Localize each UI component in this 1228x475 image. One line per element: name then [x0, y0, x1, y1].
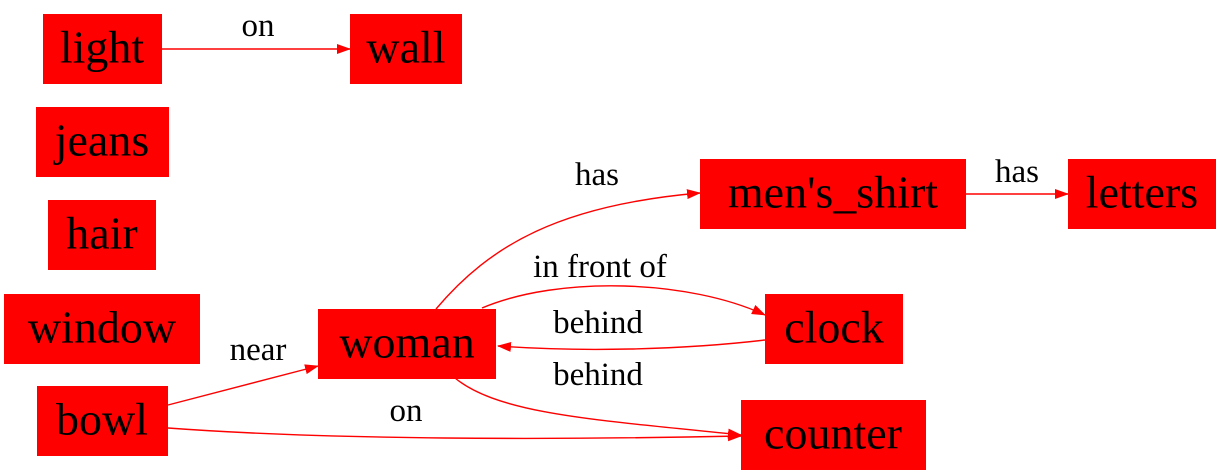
edge-label-woman-mens-shirt: has	[575, 157, 619, 193]
node-box	[4, 294, 200, 364]
node-label-mens-shirt: men's_shirt	[728, 167, 938, 218]
edge-woman-counter: behind	[454, 357, 742, 439]
edge-label-woman-clock: in front of	[533, 249, 667, 285]
edge-line	[167, 427, 742, 442]
edge-woman-mens-shirt: has	[435, 157, 701, 310]
node-box	[741, 400, 926, 470]
node-box	[1068, 159, 1216, 229]
edge-line	[435, 189, 701, 310]
edge-line	[454, 377, 742, 439]
node-bowl: bowl	[37, 386, 168, 456]
node-counter: counter	[741, 400, 926, 470]
edge-label-light-wall: on	[242, 8, 275, 44]
node-box	[318, 309, 496, 379]
node-box	[350, 14, 462, 84]
edge-label-woman-counter: behind	[553, 357, 643, 393]
edge-label-bowl-counter: on	[390, 393, 423, 429]
node-label-clock: clock	[784, 302, 884, 353]
node-wall: wall	[350, 14, 462, 84]
node-box	[700, 159, 966, 229]
node-box	[48, 200, 156, 270]
edge-line	[167, 364, 319, 406]
edge-mens-shirt-letters: has	[966, 154, 1069, 199]
node-label-wall: wall	[366, 22, 445, 73]
node-box	[36, 107, 169, 177]
node-light: light	[43, 14, 162, 84]
node-label-counter: counter	[764, 408, 902, 459]
node-jeans: jeans	[36, 107, 169, 177]
node-label-hair: hair	[66, 208, 138, 259]
edge-woman-clock: in front of	[481, 249, 766, 316]
node-mens-shirt: men's_shirt	[700, 159, 966, 229]
edge-bowl-woman: near	[167, 332, 319, 406]
edge-label-mens-shirt-letters: has	[995, 154, 1039, 190]
node-woman: woman	[318, 309, 496, 379]
edge-bowl-counter: on	[167, 393, 742, 442]
node-clock: clock	[765, 294, 903, 364]
node-label-bowl: bowl	[56, 394, 148, 445]
node-window: window	[4, 294, 200, 364]
node-box	[43, 14, 162, 84]
node-label-light: light	[60, 22, 145, 73]
node-box	[765, 294, 903, 364]
edge-line	[481, 285, 766, 316]
node-label-letters: letters	[1086, 167, 1198, 218]
node-hair: hair	[48, 200, 156, 270]
node-box	[37, 386, 168, 456]
edge-label-bowl-woman: near	[230, 332, 287, 368]
node-label-window: window	[28, 302, 177, 353]
node-label-woman: woman	[339, 317, 474, 368]
edge-light-wall: on	[162, 8, 351, 54]
edge-clock-woman: behind	[497, 305, 766, 352]
node-letters: letters	[1068, 159, 1216, 229]
node-label-jeans: jeans	[53, 115, 150, 166]
edge-label-clock-woman: behind	[553, 305, 643, 341]
edge-line	[497, 339, 766, 352]
